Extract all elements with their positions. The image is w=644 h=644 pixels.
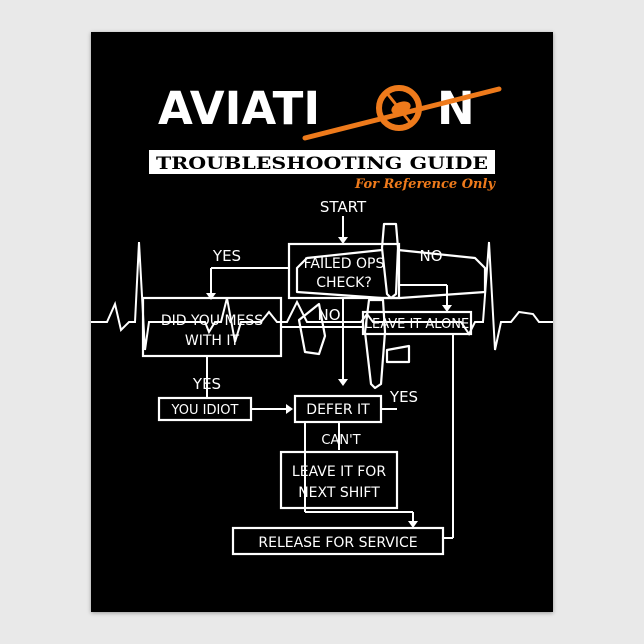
yes-right-label: YES bbox=[389, 388, 418, 406]
no-mid-label: NO bbox=[317, 306, 340, 324]
release-label: RELEASE FOR SERVICE bbox=[258, 535, 417, 551]
yes-left-label: YES bbox=[192, 375, 221, 393]
start-label: START bbox=[320, 198, 367, 216]
leave-alone-label: LEAVE IT ALONE bbox=[365, 317, 470, 332]
tagline: For Reference Only bbox=[354, 177, 497, 192]
no-top-label: NO bbox=[419, 247, 442, 265]
failed-ops-box bbox=[287, 242, 401, 300]
mess-line2: WITH IT bbox=[185, 333, 240, 349]
you-idiot-label: YOU IDIOT bbox=[171, 403, 239, 418]
leave-alone-box bbox=[361, 310, 473, 336]
heartbeat-line-icon bbox=[91, 241, 553, 351]
poster: AVIATI N TROUBLESHOOTING GUIDE For Refer… bbox=[91, 32, 553, 612]
next-shift-line1: LEAVE IT FOR bbox=[292, 464, 386, 480]
you-idiot-box bbox=[157, 396, 253, 422]
propeller-plane-icon bbox=[302, 85, 502, 141]
subtitle-bar bbox=[149, 150, 495, 174]
release-box bbox=[231, 526, 445, 556]
poster-canvas: AVIATI N TROUBLESHOOTING GUIDE For Refer… bbox=[91, 82, 553, 556]
defer-box bbox=[293, 394, 383, 424]
title-right: N bbox=[437, 82, 475, 135]
title-left: AVIATI bbox=[158, 82, 320, 135]
failed-ops-line1: FAILED OPS bbox=[304, 256, 385, 272]
subtitle: TROUBLESHOOTING GUIDE bbox=[156, 154, 488, 174]
next-shift-box bbox=[279, 450, 399, 510]
next-shift-line2: NEXT SHIFT bbox=[298, 485, 380, 501]
yes-top-label: YES bbox=[212, 247, 241, 265]
defer-label: DEFER IT bbox=[306, 402, 370, 418]
cant-label: CAN'T bbox=[321, 433, 360, 448]
mess-box bbox=[141, 296, 283, 358]
failed-ops-line2: CHECK? bbox=[316, 275, 372, 291]
flowchart-connectors bbox=[206, 216, 454, 539]
mess-line1: DID YOU MESS bbox=[161, 313, 263, 329]
